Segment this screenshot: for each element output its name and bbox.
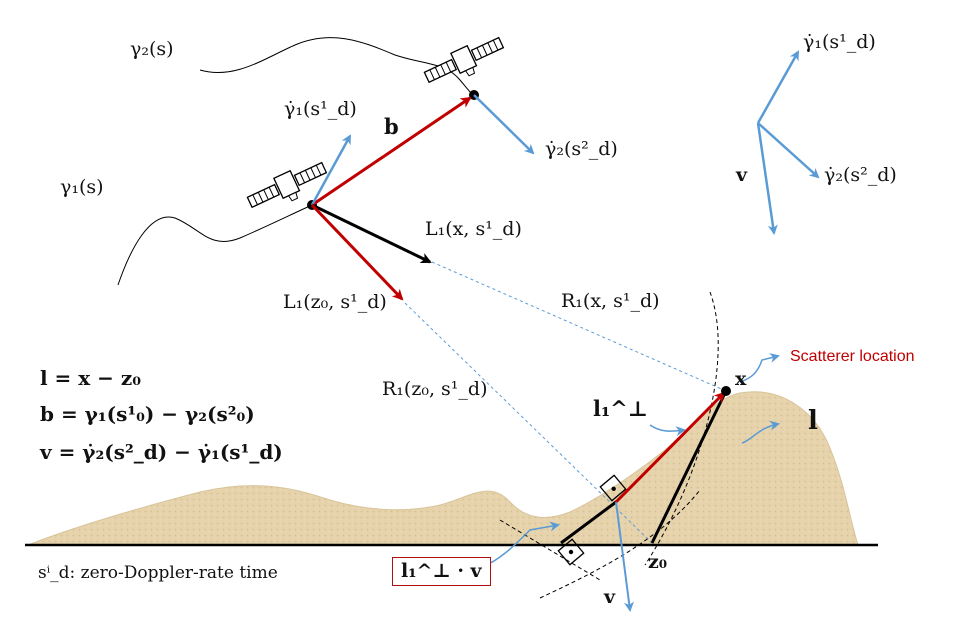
gamma2dot-vector bbox=[473, 94, 535, 155]
arc-dashed-1 bbox=[644, 291, 719, 566]
z0-label: z₀ bbox=[648, 551, 668, 573]
orbit-gamma2 bbox=[199, 37, 476, 97]
l-perp-vector bbox=[614, 391, 726, 504]
satellite-icon bbox=[423, 36, 505, 84]
l-label: l bbox=[808, 406, 818, 436]
point-x bbox=[721, 386, 731, 396]
right-angle-marker-lower bbox=[557, 538, 585, 566]
l-perp-label: l₁^⊥ bbox=[593, 396, 648, 421]
rhs-gamma2dot bbox=[757, 122, 820, 179]
b-vector bbox=[311, 96, 472, 207]
equation-v: v = γ̇₂(s²_d) − γ̇₁(s¹_d) bbox=[40, 440, 283, 464]
arc-dashed-3 bbox=[539, 489, 701, 599]
v-bottom-label: v bbox=[604, 586, 616, 608]
R1z0-label: R₁(z₀, s¹_d) bbox=[382, 378, 488, 400]
l-leader bbox=[741, 420, 780, 444]
gamma2-label: γ₂(s) bbox=[130, 38, 174, 60]
L1z0-label: L₁(z₀, s¹_d) bbox=[283, 291, 387, 313]
rhs-gamma1dot-label: γ̇₁(s¹_d) bbox=[803, 31, 876, 53]
gamma1dot-vector bbox=[310, 134, 352, 206]
equation-l: l = x − z₀ bbox=[40, 366, 142, 390]
equation-b: b = γ₁(s¹₀) − γ₂(s²₀) bbox=[40, 402, 255, 426]
satellite-icon bbox=[246, 161, 328, 209]
rhs-gamma2dot-label: γ̇₂(s²_d) bbox=[824, 164, 897, 186]
l-vector bbox=[650, 390, 728, 544]
scatterer-location-label: Scatterer location bbox=[790, 348, 915, 365]
lperp-leader bbox=[649, 424, 686, 437]
gamma1-label: γ₁(s) bbox=[60, 176, 104, 198]
footnote: sⁱ_d: zero-Doppler-rate time bbox=[38, 563, 278, 583]
gamma1dot-label: γ̇₁(s¹_d) bbox=[284, 98, 357, 120]
scatterer-leader bbox=[739, 353, 780, 383]
R1x-label: R₁(x, s¹_d) bbox=[561, 290, 660, 312]
rhs-v bbox=[756, 122, 778, 235]
v-bottom-vector bbox=[615, 501, 634, 612]
terrain bbox=[27, 391, 859, 546]
L1x-vector bbox=[311, 203, 432, 264]
b-label: b bbox=[384, 114, 399, 139]
L1x-label: L₁(x, s¹_d) bbox=[425, 218, 522, 240]
gamma2dot-label: γ̇₂(s²_d) bbox=[545, 138, 618, 160]
right-angle-marker-upper bbox=[599, 474, 627, 502]
rhs-v-label: v bbox=[736, 164, 748, 186]
arc-dashed-2 bbox=[499, 519, 601, 581]
orbit-gamma1 bbox=[117, 204, 313, 286]
x-label: x bbox=[735, 368, 747, 390]
segment-foot bbox=[560, 500, 617, 545]
L1z0-vector bbox=[310, 203, 404, 301]
rhs-gamma1dot bbox=[756, 50, 800, 124]
l-perp-dot-v-box: l₁^⊥ · v bbox=[392, 557, 491, 586]
